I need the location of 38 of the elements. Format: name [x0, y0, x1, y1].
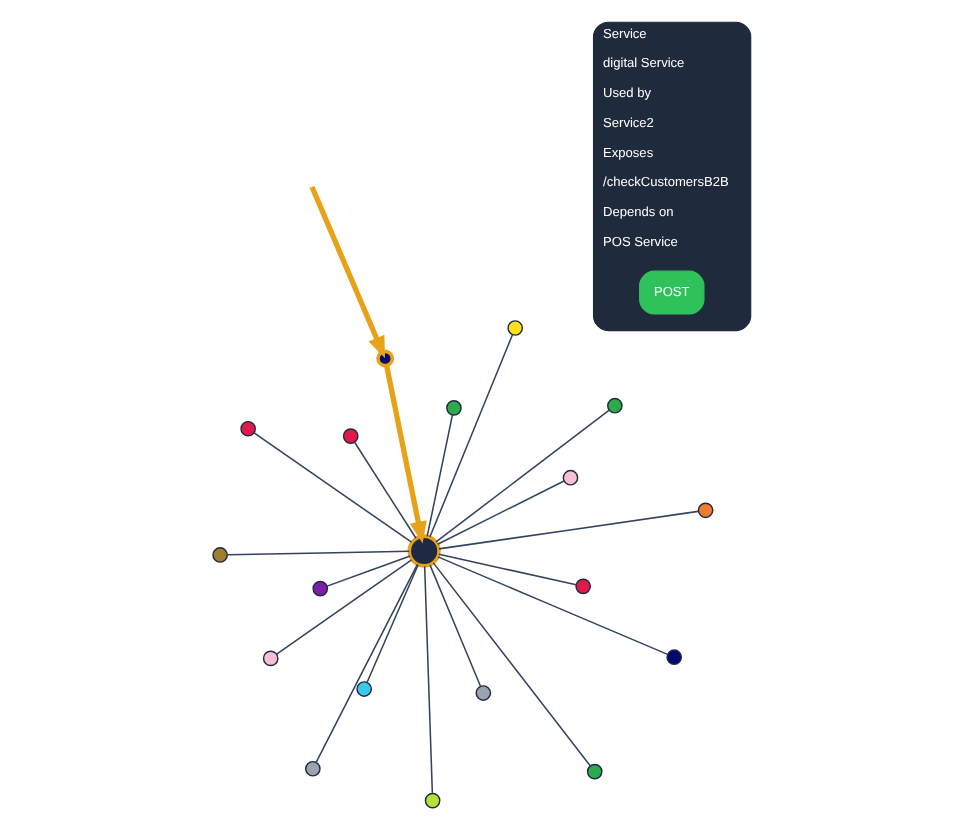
node-circle: [475, 684, 492, 700]
arrow: [384, 364, 427, 543]
node-circle: [507, 319, 524, 335]
node-circle: [586, 762, 603, 779]
arrow: [309, 184, 386, 358]
node-circle: [305, 759, 321, 776]
connector: [253, 431, 413, 542]
connector: [429, 333, 514, 537]
connector: [436, 479, 565, 544]
node-circle: [424, 791, 441, 808]
node-circle: [562, 468, 579, 485]
node-circle: [697, 501, 714, 518]
node-circle: [446, 399, 462, 415]
connector: [354, 440, 417, 539]
node-circle: [356, 680, 372, 696]
connector: [326, 554, 411, 586]
connector: [275, 558, 413, 654]
node-circle: [407, 533, 441, 567]
node-circle: [376, 348, 395, 367]
connector: [426, 413, 454, 536]
node-circle: [312, 579, 329, 596]
connector: [226, 549, 410, 555]
connector: [432, 561, 591, 766]
connector: [437, 555, 669, 655]
node-circle: [342, 427, 359, 444]
connector: [438, 552, 577, 585]
connector: [423, 564, 434, 793]
connector: [366, 562, 419, 683]
connector: [438, 509, 699, 549]
connector: [429, 563, 482, 687]
connector: [435, 408, 610, 542]
node-circle: [262, 649, 279, 666]
node-circle: [607, 396, 623, 413]
node-circle: [212, 546, 228, 562]
node-circle: [575, 577, 591, 594]
connector: [315, 562, 419, 763]
node-circle: [240, 419, 256, 436]
node-circle: [666, 648, 683, 665]
